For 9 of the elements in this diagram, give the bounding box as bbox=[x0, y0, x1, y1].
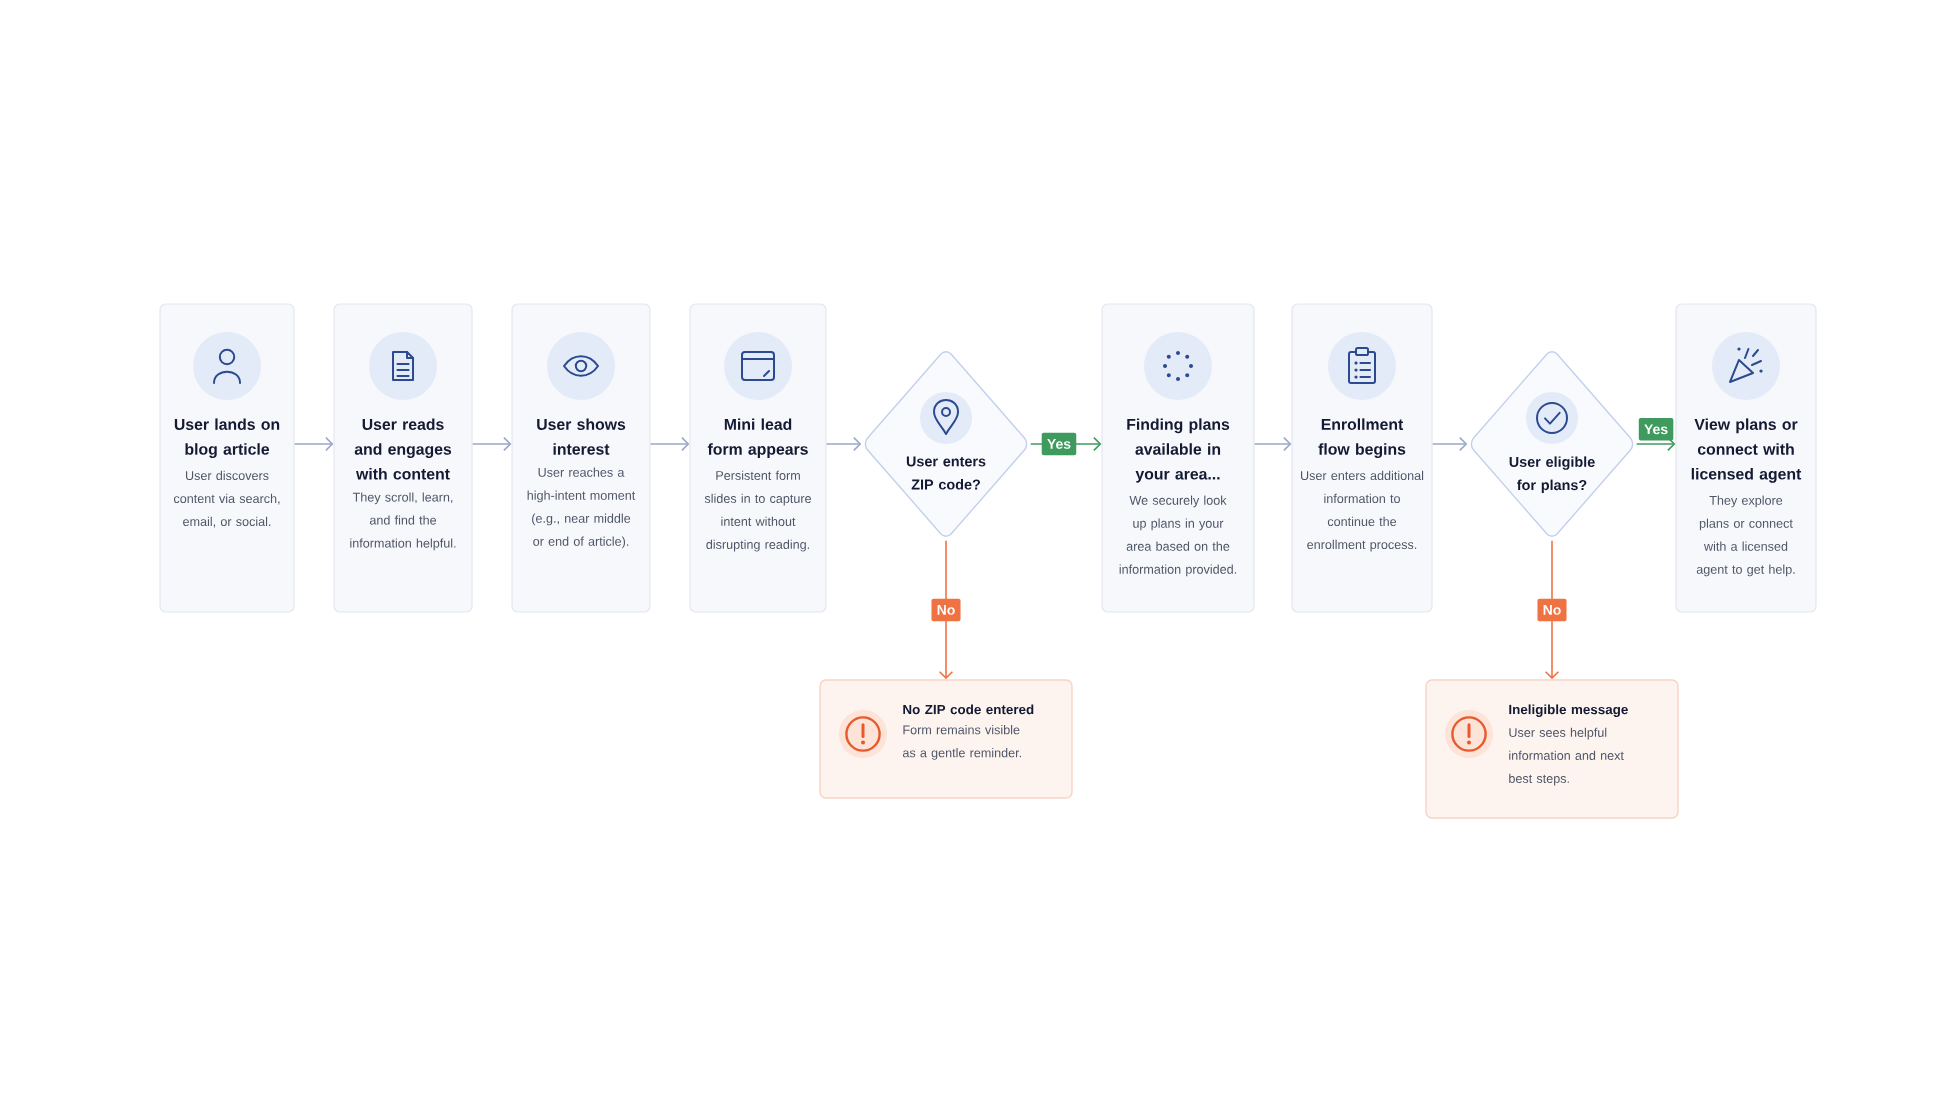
arrow bbox=[649, 436, 690, 452]
arrow bbox=[1431, 436, 1468, 452]
arrow bbox=[1253, 436, 1292, 452]
arrow bbox=[471, 436, 512, 452]
arrow bbox=[293, 436, 334, 452]
arrow bbox=[1544, 539, 1560, 680]
arrow bbox=[938, 539, 954, 680]
arrow bbox=[825, 436, 862, 452]
arrow bbox=[1635, 436, 1676, 452]
